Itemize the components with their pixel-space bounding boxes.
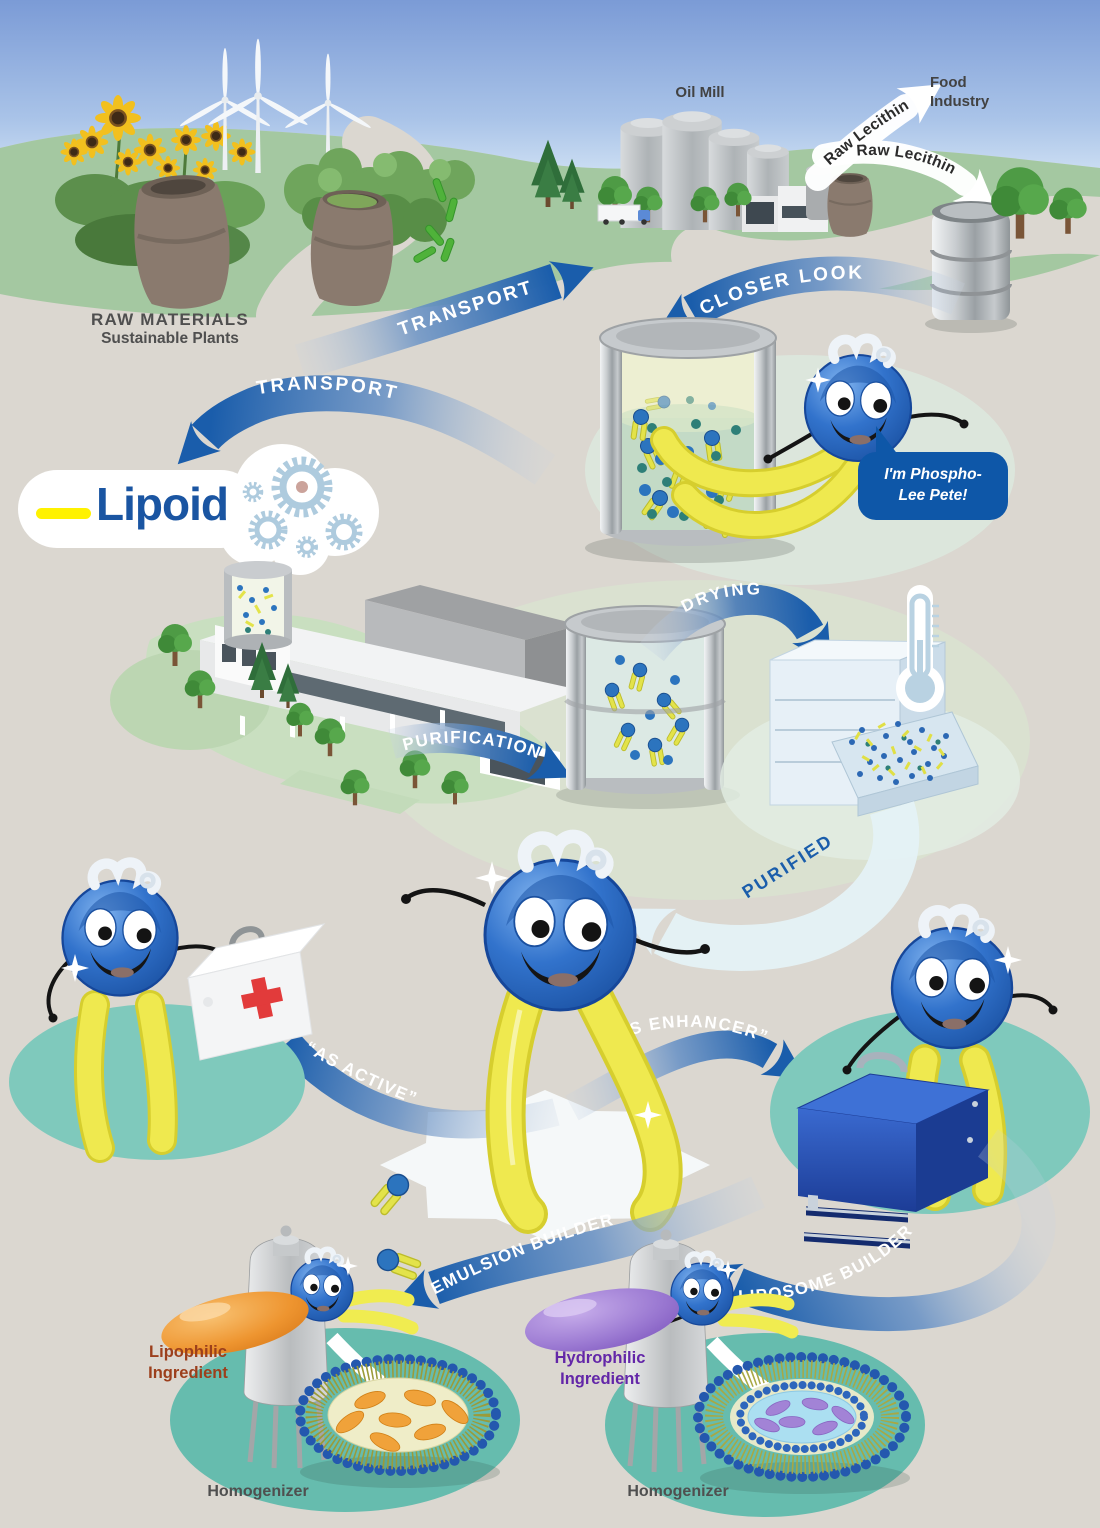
sky [0,0,1100,169]
pete-as-active [46,862,237,1163]
dried-lecithin-granules [849,721,949,785]
gear-icon [296,536,318,558]
emulsion-droplet [295,1354,501,1488]
hydrophilic-ingredient-label: Hydrophilic Ingredient [554,1349,646,1388]
food-industry-barrel [925,201,1017,333]
raw-lecithin-arrow-top [805,66,953,191]
liposome-droplet [693,1352,911,1494]
lipoid-logo [18,444,379,575]
speech-line2: Lee Pete! [898,486,968,504]
hydrophilic-highlight [543,1298,597,1318]
raw-lecithin-arrow-bottom [812,139,1011,227]
lipoid-wordmark: Lipoid [96,478,229,530]
speech-line1: I'm Phospho- [884,466,982,483]
phospho-lee-pete-closer-look [650,338,969,540]
lipophilic-highlight [179,1302,231,1322]
purified-arrow [607,801,920,971]
purification-arrow [388,722,582,797]
factory-roof-barrel [224,561,292,650]
delivery-truck [597,204,650,225]
purification-barrel [556,605,740,809]
raw-materials-title: RAW MATERIALS [91,310,249,329]
first-aid-kit [186,923,326,1061]
phospho-lee-pete-main [401,836,710,1234]
raw-materials-label: RAW MATERIALS Sustainable Plants [45,310,295,348]
raw-material-sacks [130,172,396,312]
raw-materials-subtitle: Sustainable Plants [101,330,239,347]
as-enhancer-arrow [565,1030,817,1121]
gear-icon [271,456,333,518]
emulsion-builder-arrow [387,1176,765,1323]
gear-icon [325,513,363,551]
lipophilic-ingredient-label: Lipophilic Ingredient [148,1343,228,1382]
homogenizer-right-label: Homogenizer [627,1483,729,1500]
gear-icon [248,510,288,550]
thermometer-icon [896,585,944,712]
drying-arrow [640,584,850,678]
gear-icon [242,481,264,503]
oil-mill-label: Oil Mill [675,84,725,101]
lipoid-logo-dash [36,508,91,519]
food-industry-label: Food Industry [930,74,990,110]
toolbox [796,1052,990,1249]
homogenizer-left-label: Homogenizer [207,1483,309,1500]
first-aid-cross-icon [240,976,284,1020]
speech-bubble: I'm Phospho- Lee Pete! [858,452,1008,520]
transport-arrow-right [294,247,601,380]
transport-arrow-left [162,375,556,485]
closer-look-arrow [646,256,965,351]
